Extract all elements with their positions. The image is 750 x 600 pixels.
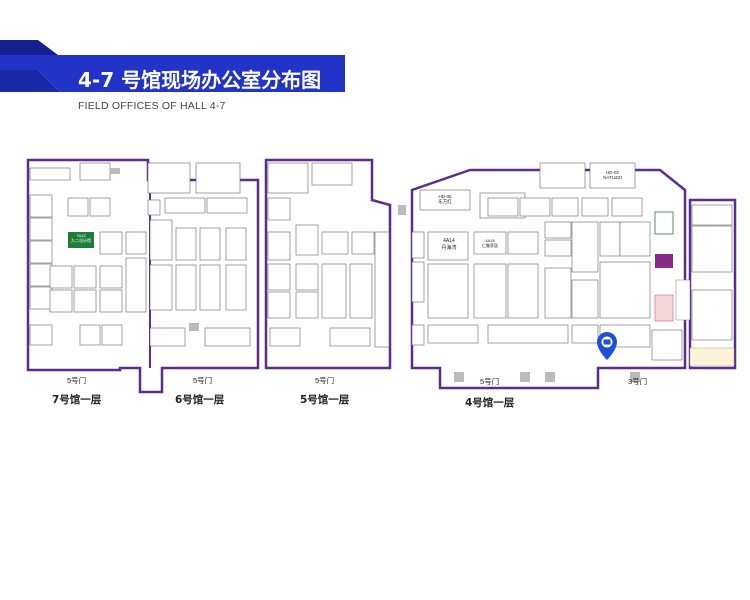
gate-label: 3号门	[628, 377, 648, 386]
gate-label: 5号门	[67, 376, 87, 385]
page-title: 4-7 号馆现场办公室分布图	[78, 68, 322, 92]
hall-4-label: 4号馆一层	[465, 397, 515, 409]
title-banner	[0, 40, 345, 92]
gate-label: 5号门	[315, 376, 335, 385]
gate-label: 5号门	[193, 376, 213, 385]
hall-5-outline	[264, 158, 392, 370]
hall-7-label: 7号馆一层	[52, 394, 102, 406]
hall-5-label: 5号馆一层	[300, 394, 350, 406]
location-pin-icon	[597, 332, 617, 360]
page-subtitle: FIELD OFFICES OF HALL 4-7	[78, 100, 226, 112]
hall-6-label: 6号馆一层	[175, 394, 225, 406]
gate-label: 5号门	[480, 377, 500, 386]
